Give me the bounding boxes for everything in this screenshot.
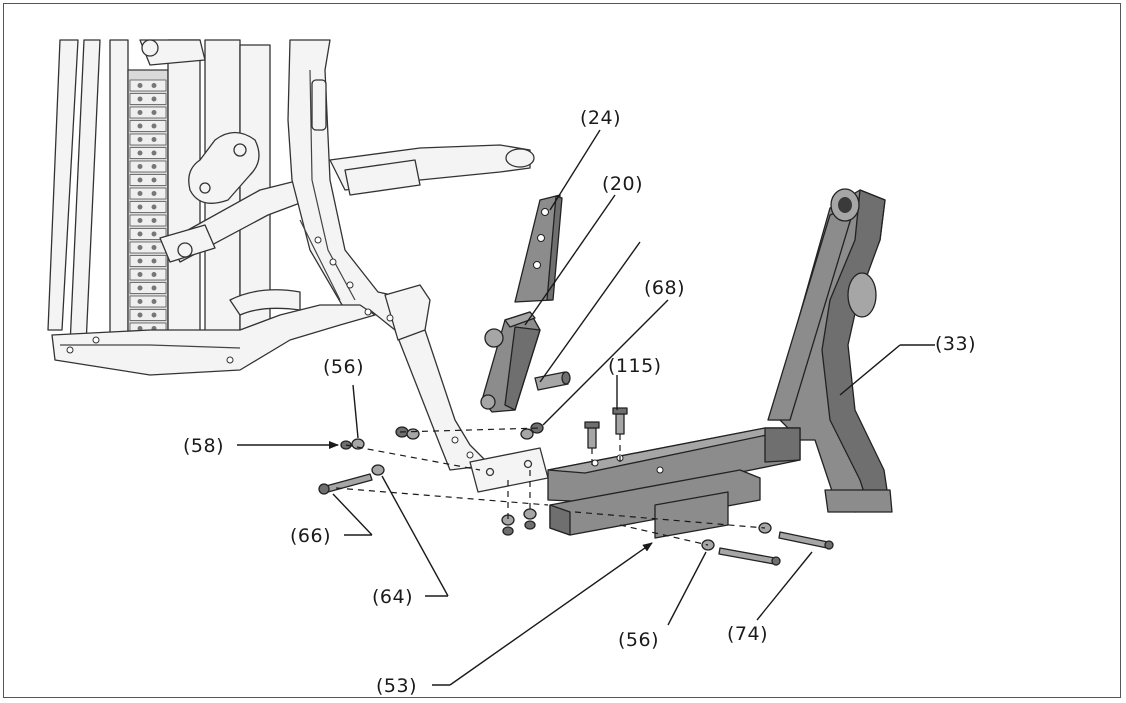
- plate-part-24: [514, 194, 563, 303]
- diagram-border: [3, 3, 1121, 698]
- callout-20: (20): [602, 173, 643, 195]
- bracket-part-20: [480, 311, 541, 413]
- weight-stack: [127, 69, 169, 356]
- callout-53: (53): [376, 675, 417, 697]
- callout-68: (68): [644, 277, 685, 299]
- callout-56-left: (56): [323, 356, 364, 378]
- main-gym-frame: [47, 39, 535, 471]
- base-frame-part-33: [547, 188, 893, 539]
- leader-lines: [237, 129, 935, 686]
- callout-115: (115): [608, 355, 662, 377]
- callout-58: (58): [183, 435, 224, 457]
- mounting-plate: [469, 447, 549, 493]
- callout-66: (66): [290, 525, 331, 547]
- callout-24: (24): [580, 107, 621, 129]
- callout-labels: (24) (20) (68) (115) (33) (56) (58) (66)…: [183, 107, 976, 697]
- callout-33: (33): [935, 333, 976, 355]
- assembly-guide-lines: [335, 241, 766, 546]
- callout-56-right: (56): [618, 629, 659, 651]
- callout-64: (64): [372, 586, 413, 608]
- callout-74: (74): [727, 623, 768, 645]
